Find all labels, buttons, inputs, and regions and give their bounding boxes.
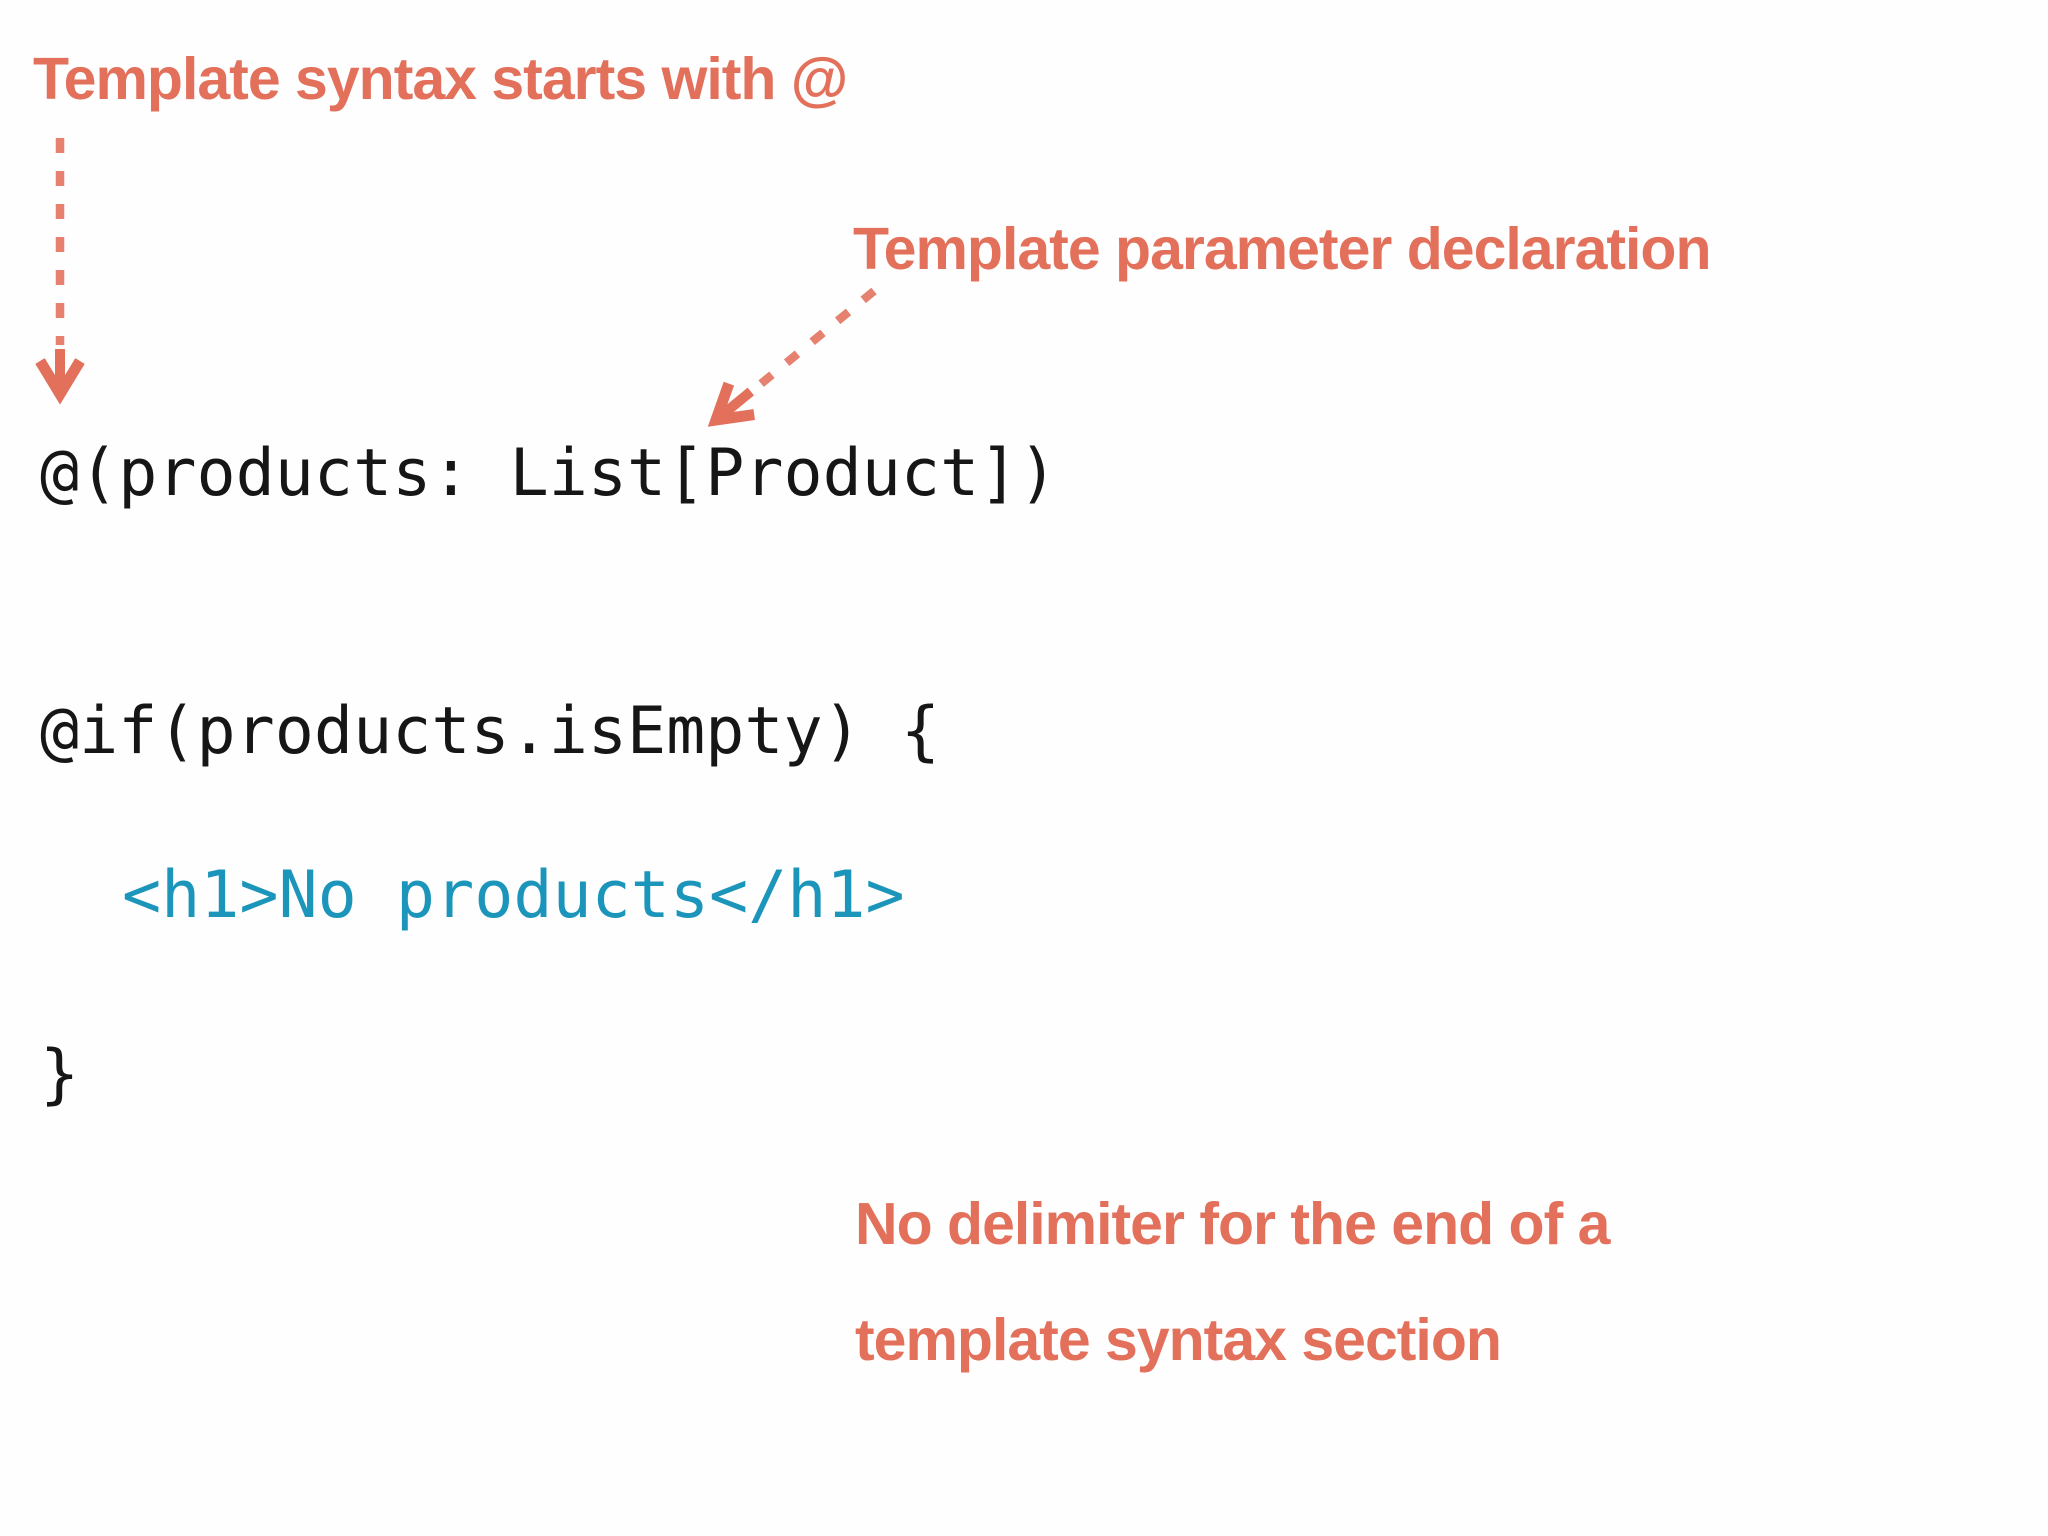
code-template-parameter-line: @(products: List[Product])	[40, 436, 1058, 511]
annotation-no-delimiter: No delimiter for the end of a template s…	[855, 1166, 1615, 1398]
code-html-h1-line: <h1>No products</h1>	[122, 858, 905, 933]
code-if-statement-line: @if(products.isEmpty) {	[40, 694, 941, 769]
annotation-parameter-declaration: Template parameter declaration	[853, 216, 1712, 282]
annotation-template-syntax-start: Template syntax starts with @	[33, 46, 848, 112]
dashed-arrow-diagonal-icon	[707, 287, 877, 427]
code-closing-brace-line: }	[40, 1037, 80, 1112]
dashed-arrow-down-icon	[35, 138, 85, 405]
annotation-no-delimiter-line1: No delimiter for the end of a	[855, 1191, 1610, 1257]
annotation-no-delimiter-line2: template syntax section	[855, 1307, 1502, 1373]
